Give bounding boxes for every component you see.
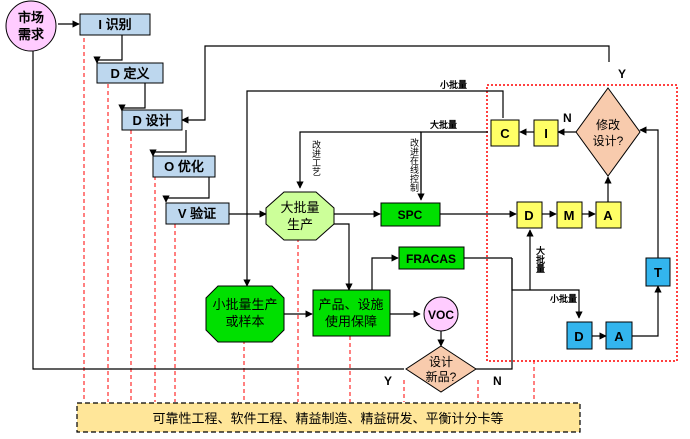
n-bottom-label: N bbox=[493, 374, 502, 388]
mass-production-label-2: 生产 bbox=[287, 217, 313, 232]
spc-label: SPC bbox=[398, 208, 423, 222]
large-batch-right-label: 大批量 bbox=[535, 245, 545, 274]
c-label: C bbox=[500, 126, 510, 141]
small-batch-label-2: 或样本 bbox=[225, 314, 264, 329]
modify-design-label-2: 设计? bbox=[593, 134, 624, 148]
new-product-label-2: 新品? bbox=[426, 369, 457, 384]
identify-box: I 识别 bbox=[79, 13, 151, 36]
n-top-label: N bbox=[563, 111, 572, 125]
m-label: M bbox=[564, 208, 575, 223]
small-batch-top-label: 小批量 bbox=[439, 79, 467, 90]
improve-online-label: 改进在线控制 bbox=[409, 137, 419, 192]
market-demand-node: 市场 需求 bbox=[5, 0, 57, 52]
design-box: D 设计 bbox=[121, 109, 183, 131]
new-product-decision: 设计 新品? bbox=[405, 345, 477, 393]
d-top-box: D bbox=[516, 201, 543, 229]
red-dashed-guides bbox=[83, 38, 535, 402]
define-label: D 定义 bbox=[110, 66, 150, 81]
d-bottom-label: D bbox=[574, 329, 583, 344]
mass-production-label-1: 大批量 bbox=[280, 200, 319, 215]
design-label: D 设计 bbox=[132, 113, 171, 128]
large-batch-top-label: 大批量 bbox=[430, 119, 457, 130]
c-box: C bbox=[490, 119, 520, 147]
t-box: T bbox=[645, 257, 671, 287]
product-use-box: 产品、设施 使用保障 bbox=[312, 289, 391, 337]
verify-box: V 验证 bbox=[165, 202, 230, 225]
verify-label: V 验证 bbox=[178, 206, 216, 221]
optimize-box: O 优化 bbox=[152, 155, 216, 178]
voc-node: VOC bbox=[423, 296, 459, 332]
new-product-label-1: 设计 bbox=[429, 355, 453, 369]
i-box: I bbox=[533, 119, 559, 147]
modify-design-decision: 修改 设计? bbox=[575, 87, 641, 177]
product-use-label-2: 使用保障 bbox=[325, 314, 377, 329]
fracas-box: FRACAS bbox=[398, 246, 465, 270]
small-batch-label-1: 小批量生产 bbox=[212, 297, 277, 312]
improve-process-label: 改进工艺 bbox=[311, 139, 321, 176]
a-bottom-label: A bbox=[614, 329, 624, 344]
product-use-label-1: 产品、设施 bbox=[318, 297, 383, 312]
a-bottom-box: A bbox=[605, 321, 633, 350]
y-top-label: Y bbox=[618, 67, 626, 81]
m-box: M bbox=[556, 201, 583, 229]
modify-design-label-1: 修改 bbox=[596, 117, 620, 132]
small-batch-right-label: 小批量 bbox=[549, 293, 577, 304]
y-bottom-label: Y bbox=[384, 374, 392, 388]
identify-label: I 识别 bbox=[98, 17, 131, 32]
a-top-box: A bbox=[595, 201, 622, 229]
a-top-label: A bbox=[603, 208, 613, 223]
d-top-label: D bbox=[524, 208, 533, 223]
dmaic-loop-boundary bbox=[486, 84, 678, 362]
market-demand-label-2: 需求 bbox=[18, 27, 45, 42]
define-box: D 定义 bbox=[96, 62, 164, 84]
i-label: I bbox=[544, 126, 548, 141]
spc-box: SPC bbox=[380, 202, 441, 227]
small-batch-node: 小批量生产 或样本 bbox=[205, 285, 285, 343]
mass-production-node: 大批量 生产 bbox=[265, 191, 335, 241]
market-demand-label-1: 市场 bbox=[18, 10, 44, 25]
t-label: T bbox=[654, 265, 662, 280]
voc-label: VOC bbox=[428, 308, 454, 322]
bottom-banner: 可靠性工程、软件工程、精益制造、精益研发、平衡计分卡等 bbox=[76, 402, 581, 433]
bottom-banner-label: 可靠性工程、软件工程、精益制造、精益研发、平衡计分卡等 bbox=[152, 411, 503, 426]
d-bottom-box: D bbox=[566, 321, 593, 350]
fracas-label: FRACAS bbox=[406, 252, 456, 266]
optimize-label: O 优化 bbox=[164, 159, 204, 174]
